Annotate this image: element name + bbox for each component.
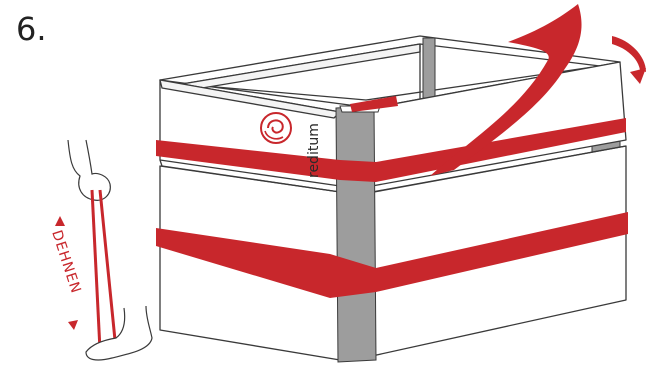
crate-right-face <box>372 62 626 356</box>
brand-name: reditum <box>306 123 322 178</box>
crate-left-face <box>160 80 340 360</box>
stretch-label: DEHNEN <box>48 228 84 296</box>
back-corner-post <box>423 38 435 98</box>
hand-illustration <box>68 140 110 200</box>
front-corner-post <box>336 106 376 362</box>
stretch-diagram: DEHNEN <box>48 140 152 360</box>
foot-illustration <box>86 306 152 360</box>
